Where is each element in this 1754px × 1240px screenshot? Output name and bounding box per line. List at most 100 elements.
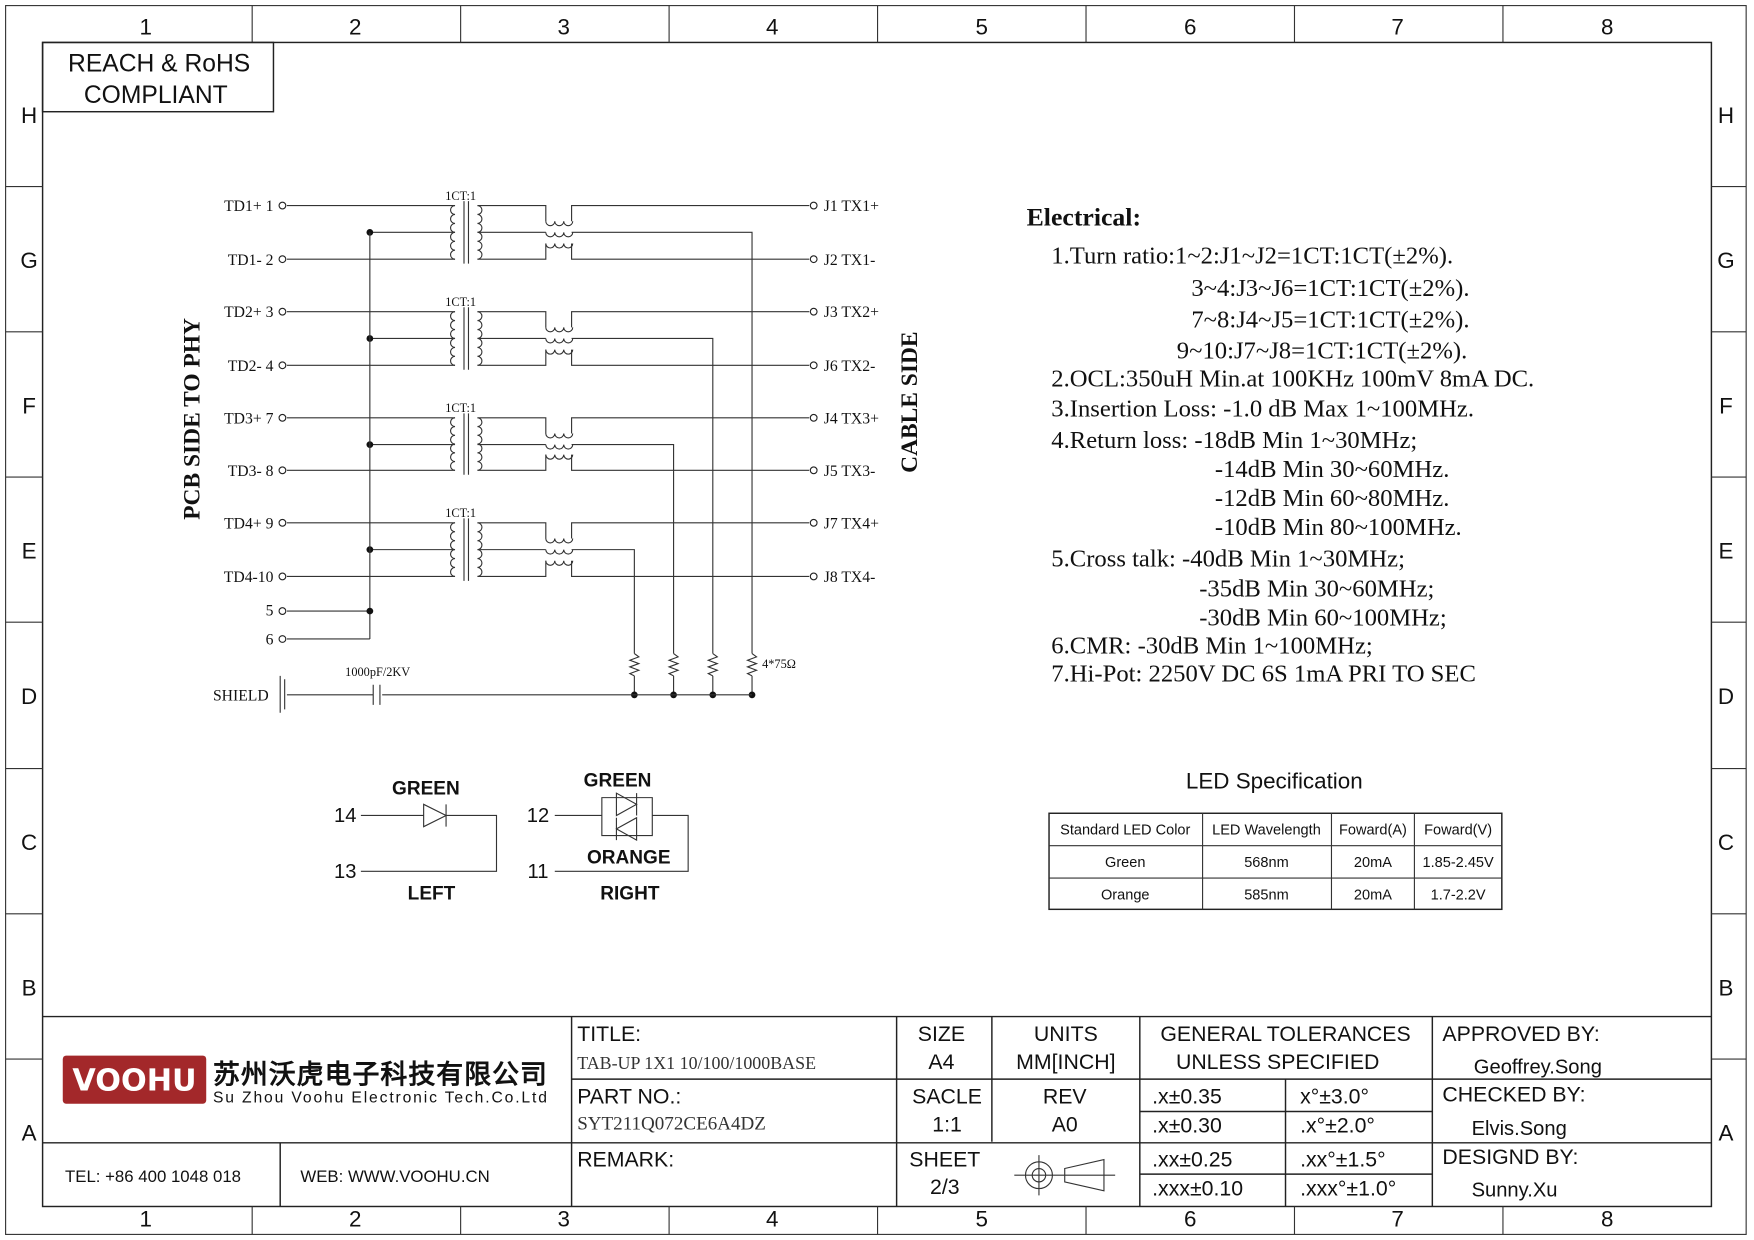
size-value: A4 <box>928 1050 954 1074</box>
units-value: MM[INCH] <box>1016 1050 1115 1074</box>
jack-pin-label: J8 TX4- <box>824 569 876 586</box>
electrical-spec: Electrical: 1.Turn ratio:1~2:J1~J2=1CT:1… <box>1027 203 1535 688</box>
capacitor-label: 1000pF/2KV <box>345 665 410 679</box>
pcb-side-label: PCB SIDE TO PHY <box>179 318 205 520</box>
projection-symbol-icon <box>1014 1155 1116 1196</box>
jack-pin-label: J6 TX2- <box>824 358 876 375</box>
common-mode-choke-icon <box>545 444 574 450</box>
jack-pin-label: J5 TX3- <box>824 463 876 480</box>
pin-terminal-icon <box>278 201 287 210</box>
tolerances-subtitle: UNLESS SPECIFIED <box>1176 1050 1379 1074</box>
title-value: TAB-UP 1X1 10/100/1000BASE <box>577 1053 816 1073</box>
frame-row-label-left: B <box>22 975 37 1000</box>
electrical-spec-line: 1.Turn ratio:1~2:J1~J2=1CT:1CT(±2%). <box>1051 243 1453 270</box>
primary-winding-icon <box>449 522 456 577</box>
tolerances-title: GENERAL TOLERANCES <box>1160 1022 1410 1046</box>
frame-column-label-bottom: 5 <box>976 1207 988 1232</box>
tolerance-cell: .x±0.30 <box>1152 1114 1222 1138</box>
led-spec-table: LED Specification Standard LED Color LED … <box>1048 769 1503 911</box>
common-mode-choke-icon <box>545 327 574 333</box>
primary-wires <box>286 417 456 471</box>
frame-row-label-right: E <box>1719 539 1734 564</box>
led-left-label: LEFT <box>408 883 456 904</box>
frame-column-label-top: 8 <box>1601 15 1613 40</box>
table-header-cell: LED Wavelength <box>1212 823 1321 839</box>
common-mode-choke-icon <box>545 538 574 544</box>
electrical-spec-line: -35dB Min 30~60MHz; <box>1199 576 1434 603</box>
primary-winding-icon <box>449 311 456 366</box>
table-cell: 1.85-2.45V <box>1423 855 1495 871</box>
title-label: TITLE: <box>577 1022 641 1046</box>
junction-dot <box>366 229 374 236</box>
junction-dot <box>366 607 374 615</box>
frame-column-label-top: 3 <box>558 15 570 40</box>
electrical-spec-line: -30dB Min 60~100MHz; <box>1199 605 1447 632</box>
frame-row-label-left: H <box>21 103 37 128</box>
title-block: VOOHU 苏州沃虎电子科技有限公司 Su Zhou Voohu Electro… <box>42 1015 1712 1207</box>
frame-row-label-right: B <box>1719 975 1734 1000</box>
pin-terminal-icon <box>278 307 287 316</box>
bus-wires <box>279 232 753 713</box>
tolerance-cell: .xx±0.25 <box>1152 1147 1232 1171</box>
frame-column-label-bottom: 8 <box>1601 1207 1613 1232</box>
table-header-cell: Standard LED Color <box>1060 823 1190 839</box>
pin-terminal-icon <box>809 255 818 264</box>
pin-terminal-icon <box>809 361 818 370</box>
primary-wires <box>286 522 456 577</box>
pin-label: TD1- 2 <box>228 252 274 269</box>
frame-column-label-top: 7 <box>1391 15 1403 40</box>
secondary-wires <box>477 204 810 695</box>
turns-ratio-label: 1CT:1 <box>445 189 476 203</box>
frame-row-label-left: G <box>20 248 37 273</box>
rev-value: A0 <box>1052 1113 1078 1137</box>
pin-label: TD3+ 7 <box>224 410 274 427</box>
frame-column-label-top: 1 <box>139 15 151 40</box>
primary-winding-icon <box>449 417 456 471</box>
part-no-value: SYT211Q072CE6A4DZ <box>577 1113 766 1134</box>
table-cell: 568nm <box>1244 855 1289 871</box>
tolerance-cell: .x±0.35 <box>1152 1085 1222 1109</box>
frame-row-label-left: E <box>22 539 37 564</box>
electrical-spec-line: 3~4:J3~J6=1CT:1CT(±2%). <box>1191 275 1469 302</box>
turns-ratio-label: 1CT:1 <box>445 401 476 415</box>
turns-ratio-label: 1CT:1 <box>445 295 476 309</box>
scale-value: 1:1 <box>932 1113 962 1137</box>
led-left-diagram: 14 13 GREEN LEFT <box>334 778 498 904</box>
pin-label: TD3- 8 <box>228 463 274 480</box>
table-cell: 585nm <box>1244 887 1289 903</box>
frame-column-label-top: 2 <box>349 15 361 40</box>
table-cell: 20mA <box>1354 855 1392 871</box>
pin-terminal-icon <box>278 572 287 581</box>
pin-label: TD1+ 1 <box>224 198 273 215</box>
frame-column-label-bottom: 1 <box>139 1207 151 1232</box>
resistor-icon <box>745 653 759 677</box>
led-right-color-bottom: ORANGE <box>587 848 671 869</box>
frame-row-label-left: A <box>22 1121 37 1146</box>
pin-terminal-icon <box>278 607 287 615</box>
website-link[interactable]: WEB: WWW.VOOHU.CN <box>300 1167 489 1186</box>
pin-label: TD2- 4 <box>228 358 274 375</box>
resistor-icon <box>667 653 680 677</box>
pin-6-label: 6 <box>266 632 274 649</box>
led-spec-title: LED Specification <box>1186 769 1363 794</box>
pin-terminal-icon <box>809 413 818 422</box>
jack-pin-label: J1 TX1+ <box>824 198 879 215</box>
bicolor-diode-icon <box>615 792 638 842</box>
led-right-diagram: 12 11 GREEN ORANGE RIGHT <box>527 770 689 904</box>
frame-row-label-right: A <box>1719 1121 1734 1146</box>
electrical-spec-line: -14dB Min 30~60MHz. <box>1215 456 1450 483</box>
pin-11-label: 11 <box>528 861 549 883</box>
common-mode-choke-icon <box>545 338 574 344</box>
frame-row-label-right: D <box>1718 684 1734 709</box>
common-mode-choke-icon <box>545 433 574 439</box>
pin-terminal-icon <box>809 307 818 316</box>
sheet-value: 2/3 <box>930 1175 960 1199</box>
compliance-line1: REACH & RoHS <box>68 51 250 78</box>
company-name-en: Su Zhou Voohu Electronic Tech.Co.Ltd <box>213 1090 547 1107</box>
jack-pin-label: J2 TX1- <box>824 252 876 269</box>
transformer-core-icon <box>463 307 470 370</box>
jack-pin-label: J4 TX3+ <box>824 410 879 427</box>
remark-label: REMARK: <box>577 1147 674 1171</box>
approved-label: APPROVED BY: <box>1442 1022 1599 1046</box>
